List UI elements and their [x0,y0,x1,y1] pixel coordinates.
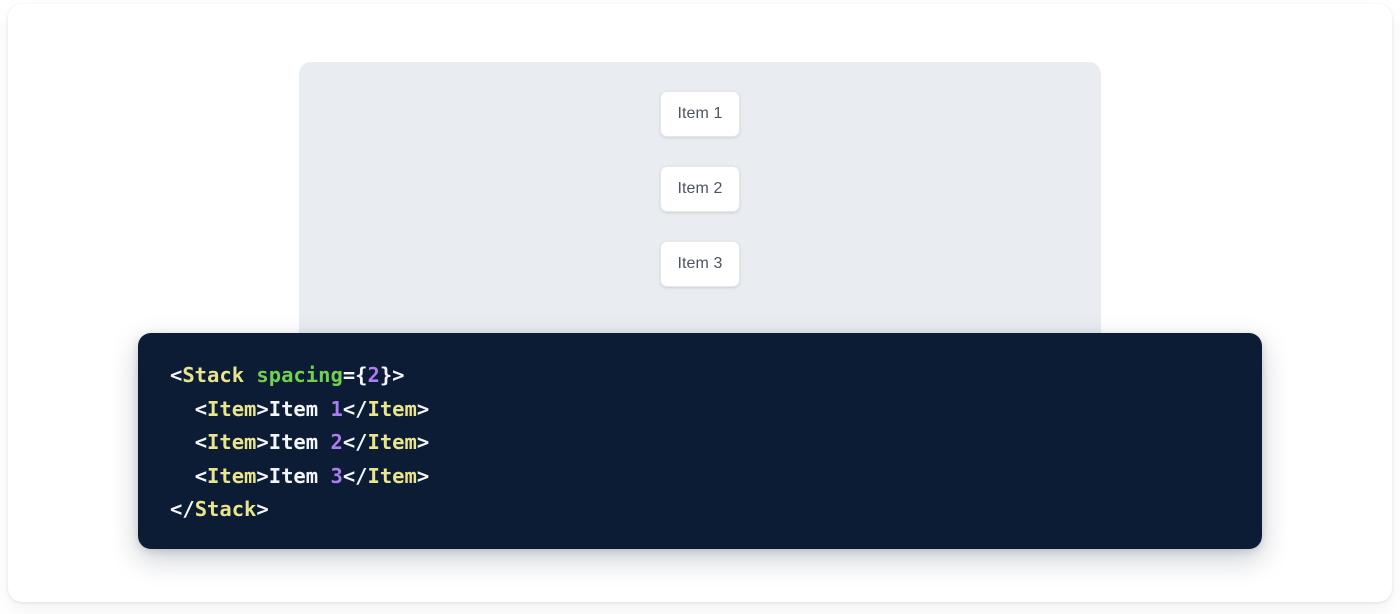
list-item[interactable]: Item 3 [660,241,740,287]
stack-item-label: Item 1 [677,105,723,122]
page-card: Item 1 Item 2 Item 3 <Stack spacing={2}>… [8,4,1392,602]
code-token-num: 1 [330,396,343,421]
stack-container: Item 1 Item 2 Item 3 [660,91,740,287]
code-token-punct: > [256,463,269,488]
code-token-num: 2 [330,430,343,455]
code-token-text: Item [268,463,331,488]
code-token-num: 2 [367,363,380,387]
code-token-num: 3 [330,463,343,488]
code-token-punct: ={ [342,363,368,387]
code-token-punct: > [256,430,269,455]
code-token-punct: > [256,396,269,421]
code-token-punct: < [170,363,183,387]
code-token-punct: > [256,497,269,522]
code-token-punct: </ [342,430,368,455]
code-token-tag: Item [207,463,257,488]
list-item[interactable]: Item 2 [660,166,740,212]
code-token-tag: Stack [194,497,257,522]
code-token-tag: Stack [182,363,245,387]
stack-item-label: Item 2 [677,180,723,197]
code-token-text [244,363,256,387]
code-token-punct: </ [342,463,368,488]
component-preview-surface: Item 1 Item 2 Item 3 [299,62,1101,362]
stack-item-label: Item 3 [677,255,723,272]
code-snippet-text: <Stack spacing={2}> <Item>Item 1</Item> … [170,359,1262,527]
code-token-tag: Item [207,430,257,455]
code-token-punct: < [194,463,208,488]
list-item[interactable]: Item 1 [660,91,740,137]
code-token-attr: spacing [256,363,343,387]
code-token-punct: </ [170,497,195,522]
code-token-tag: Item [367,463,417,488]
code-token-tag: Item [207,396,257,421]
code-token-punct: </ [342,396,368,421]
code-token-punct: < [194,396,208,421]
code-token-punct: > [416,463,430,488]
code-token-punct: > [416,430,430,455]
code-token-tag: Item [367,396,417,421]
code-token-tag: Item [367,430,417,455]
code-token-text: Item [268,396,331,421]
code-snippet-panel[interactable]: <Stack spacing={2}> <Item>Item 1</Item> … [138,333,1262,549]
code-token-text: Item [268,430,331,455]
code-token-punct: }> [379,363,405,387]
code-token-punct: > [416,396,430,421]
code-token-punct: < [194,430,208,455]
